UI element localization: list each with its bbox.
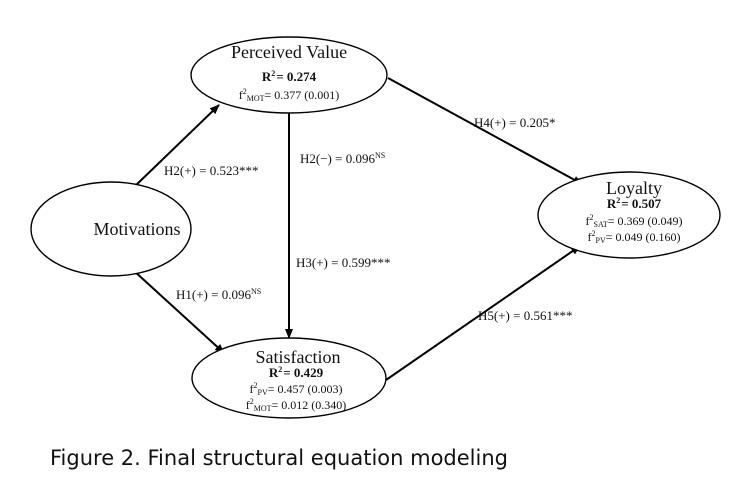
node-satisfaction: Satisfaction R2= 0.429 f2PV= 0.457 (0.00… bbox=[191, 337, 387, 419]
perceived-value-title: Perceived Value bbox=[231, 42, 347, 62]
edge-h5-satisfaction-to-loyalty bbox=[385, 245, 581, 381]
loyalty-f2-pv: f2PV= 0.049 (0.160) bbox=[588, 229, 681, 245]
perceived-value-f2-mot: f2MOT= 0.377 (0.001) bbox=[239, 87, 340, 103]
node-perceived-value: Perceived Value R2= 0.274 f2MOT= 0.377 (… bbox=[190, 36, 388, 114]
loyalty-ellipse bbox=[537, 171, 721, 259]
satisfaction-f2-pv: f2PV= 0.457 (0.003) bbox=[250, 381, 343, 397]
edge-label-h3: H3(+) = 0.599*** bbox=[296, 255, 390, 270]
loyalty-title: Loyalty bbox=[606, 178, 662, 198]
satisfaction-title: Satisfaction bbox=[256, 347, 341, 367]
motivations-ellipse bbox=[30, 181, 192, 277]
edge-label-h2-pv-sat: H2(−) = 0.096NS bbox=[300, 151, 385, 166]
loyalty-r2: R2= 0.507 bbox=[607, 196, 662, 211]
edge-label-h4: H4(+) = 0.205* bbox=[474, 115, 555, 130]
node-loyalty: Loyalty R2= 0.507 f2SAT= 0.369 (0.049) f… bbox=[537, 171, 721, 259]
figure-caption: Figure 2. Final structural equation mode… bbox=[50, 446, 508, 470]
edge-h2-motivations-to-perceived-value bbox=[132, 104, 220, 189]
satisfaction-ellipse bbox=[191, 337, 387, 419]
loyalty-f2-sat: f2SAT= 0.369 (0.049) bbox=[586, 213, 683, 229]
edge-label-h2-mot-pv: H2(+) = 0.523*** bbox=[164, 163, 258, 178]
satisfaction-f2-mot: f2MOT= 0.012 (0.340) bbox=[246, 397, 347, 413]
edge-h4-perceived-value-to-loyalty bbox=[387, 77, 583, 185]
perceived-value-ellipse bbox=[190, 36, 388, 114]
node-motivations: Motivations bbox=[30, 181, 192, 277]
edge-label-h5: H5(+) = 0.561*** bbox=[478, 308, 572, 323]
motivations-title: Motivations bbox=[93, 219, 180, 239]
satisfaction-r2: R2= 0.429 bbox=[269, 365, 324, 380]
perceived-value-r2: R2= 0.274 bbox=[262, 69, 317, 84]
edge-h1-motivations-to-satisfaction bbox=[132, 269, 225, 354]
edge-label-h1: H1(+) = 0.096NS bbox=[176, 287, 261, 302]
